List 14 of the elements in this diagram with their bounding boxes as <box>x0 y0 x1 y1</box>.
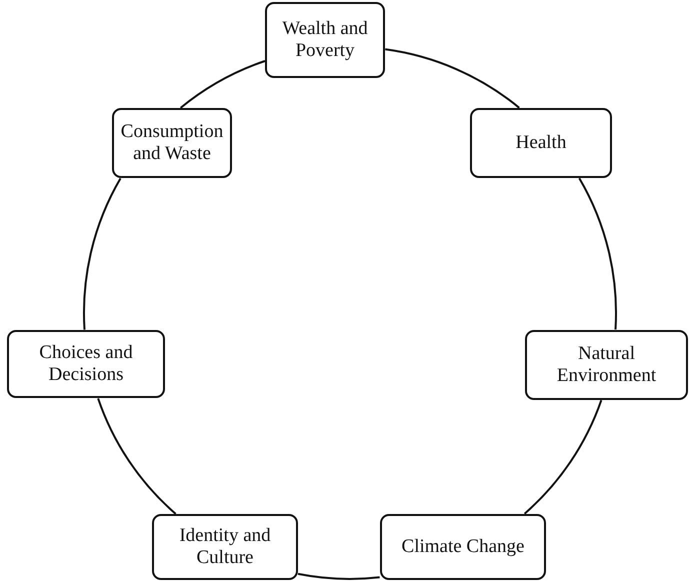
topic-box: Natural Environment <box>525 330 688 400</box>
topic-box: Climate Change <box>380 514 546 580</box>
topic-box: Wealth and Poverty <box>265 2 385 78</box>
topic-box: Consumption and Waste <box>112 108 232 178</box>
connector-arc <box>97 398 176 515</box>
topic-box: Identity and Culture <box>152 514 298 580</box>
topic-box: Health <box>470 108 612 178</box>
connector-arc <box>298 572 380 580</box>
connector-arc <box>180 60 266 109</box>
connector-arc <box>524 400 602 514</box>
connector-arc <box>385 48 520 109</box>
connector-arc <box>83 178 122 330</box>
connector-arc <box>578 178 617 330</box>
topic-box: Choices and Decisions <box>7 330 165 398</box>
